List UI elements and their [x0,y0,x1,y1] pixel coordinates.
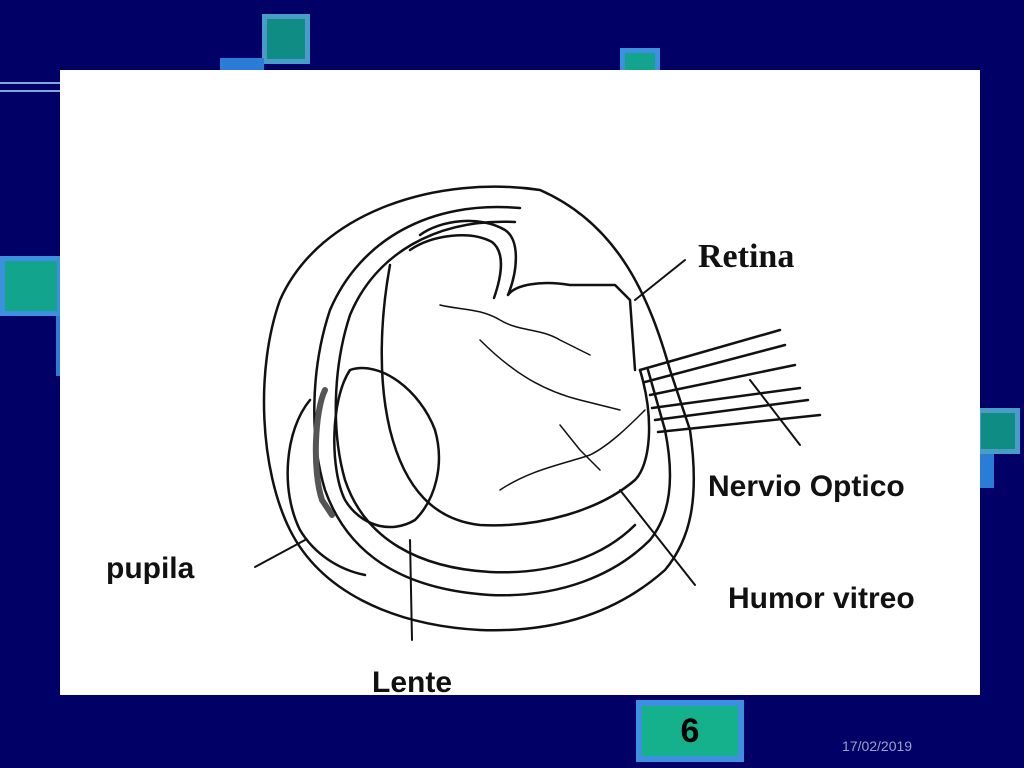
leader-humor-vitreo [619,489,696,586]
decor-line [0,82,62,84]
vitreous-boundary [380,263,651,527]
optic-nerve [638,328,782,372]
cornea [286,398,367,577]
label-humor-vitreo: Humor vitreo [728,582,915,615]
decor-line [0,90,62,92]
decor-square-right [976,408,1020,454]
retina-layer [313,205,672,597]
decor-square-right-lower [976,454,994,488]
leader-nervio-optico [749,379,801,446]
decor-square-top [262,14,310,64]
slide-page-number: 6 [636,700,744,762]
decor-square-left [0,256,62,316]
decor-bar-left [56,316,62,376]
leader-retina [634,259,686,301]
lens [333,366,441,529]
eye-diagram-panel: Retina Nervio Optico Humor vitreo pupila… [60,70,980,695]
leader-pupila [254,539,306,568]
leader-lente [409,539,413,641]
slide-date: 17/02/2019 [842,738,913,754]
eye-diagram: Retina Nervio Optico Humor vitreo pupila… [106,185,915,695]
label-retina: Retina [698,238,794,275]
label-nervio-optico: Nervio Optico [708,470,905,503]
sclera-outline [262,185,696,632]
label-lente: Lente [372,666,452,695]
label-pupila: pupila [106,552,195,585]
